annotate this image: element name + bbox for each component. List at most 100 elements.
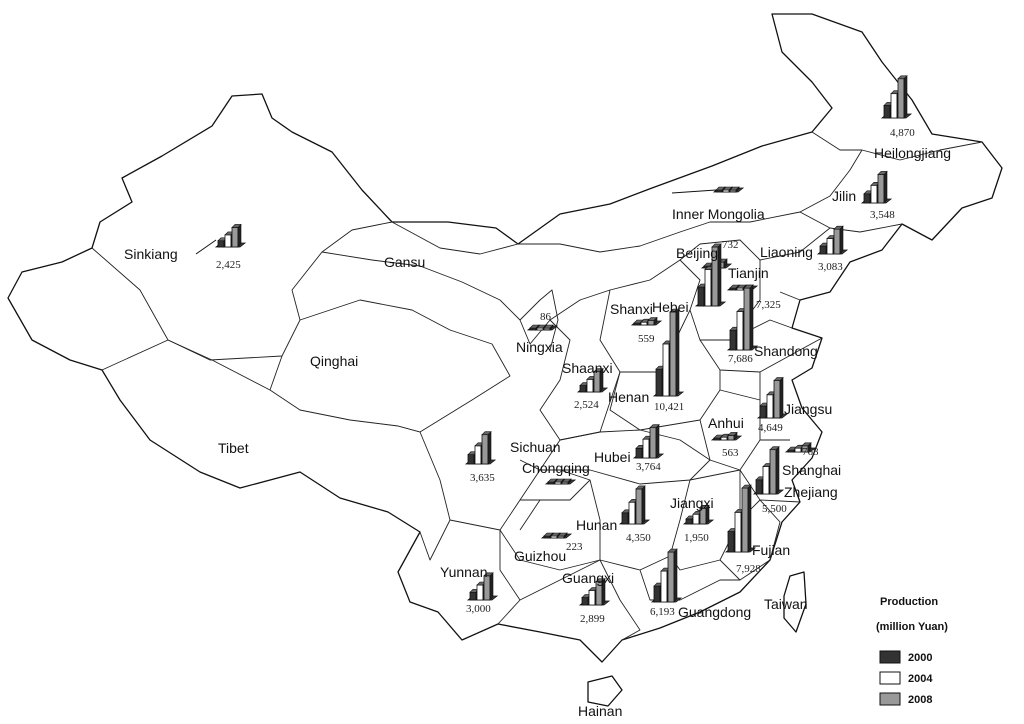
value-hebei: 7,325 [756,299,781,311]
value-jiangsu: 4,649 [758,422,783,434]
bar-guangxi-2000 [581,597,589,606]
bar-top-guangdong-2008 [667,548,678,553]
label-tibet: Tibet [218,440,249,456]
bar-side-jiangsu-2008 [779,376,784,419]
label-yunnan: Yunnan [440,564,488,580]
bar-chart-ningxia [526,324,559,331]
bar-side-guangdong-2008 [673,548,678,603]
bar-top-guangxi-2008 [595,578,606,582]
border-jilin [799,211,903,233]
bar-chart-guangdong [650,548,683,603]
bar-guangdong-2008 [667,551,675,603]
bar-side-zhejiang-2008 [775,445,780,495]
legend-unit: (million Yuan) [876,621,948,633]
bar-top-sichuan-2008 [481,431,492,435]
label-anhui: Anhui [708,415,744,431]
bar-top-tianjin-2004 [736,284,747,289]
bar-side-heilongjiang-2008 [903,75,908,119]
value-shaanxi: 2,524 [574,399,599,411]
bar-top-chongqing-2004 [554,478,565,483]
bar-chart-fujian [724,484,757,553]
label-hainan: Hainan [578,703,622,719]
label-shandong: Shandong [754,343,818,359]
border-qinghai [269,299,511,433]
legend-title: Production [880,596,938,608]
bar-liaoning-2008 [833,228,841,255]
border-guangxi [519,559,641,641]
value-fujian: 7,928 [736,563,761,575]
label-tianjin: Tianjin [728,265,769,281]
value-hunan: 4,350 [626,532,651,544]
bar-sinkiang-2000 [217,240,225,248]
label-liaoning: Liaoning [760,244,813,260]
bar-hebei-2004 [704,268,712,307]
bar-shanghai-2004 [794,447,802,453]
legend-swatch-2004 [879,671,901,685]
bar-side-henan-2008 [675,308,680,397]
legend: Production (million Yuan) 2000 2004 2008 [876,596,948,706]
value-yunnan: 3,000 [466,603,491,615]
bar-top-henan-2008 [669,308,680,313]
leader-line-sinkiang [195,239,217,255]
border-inner-mongolia [518,149,863,253]
border-yunnan [419,519,521,625]
label-hebei: Hebei [652,299,689,315]
value-liaoning: 3,083 [818,261,843,273]
legend-label-2000: 2000 [908,652,932,664]
legend-swatch-2008 [879,692,901,706]
bar-jiangsu-2008 [773,380,781,419]
value-guizhou: 223 [566,541,583,553]
bar-top-jiangxi-2008 [699,504,710,509]
bar-top-hunan-2008 [635,485,646,490]
bar-shaanxi-2004 [586,378,594,393]
bar-hunan-2008 [635,488,643,525]
border-liaoning [759,227,831,301]
bar-top-ningxia-2008 [543,324,554,329]
bar-top-yunnan-2008 [483,572,494,577]
bar-liaoning-2000 [819,245,827,255]
border-guizhou [499,499,601,571]
label-qinghai: Qinghai [310,353,358,369]
bar-henan-2000 [655,368,663,397]
bar-fujian-2000 [727,531,735,553]
bar-henan-2004 [662,343,670,397]
label-henan: Henan [608,389,649,405]
label-shanxi: Shanxi [610,301,653,317]
bar-top-shandong-2008 [743,284,754,289]
bar-top-inner-mongolia-2004 [722,186,733,191]
bar-chart-jilin [860,170,893,204]
bar-shandong-2000 [729,329,737,351]
bar-chart-guizhou [540,532,573,539]
hainan-island [587,675,623,707]
label-jiangxi: Jiangxi [670,495,714,511]
bar-zhejiang-2000 [755,479,763,495]
value-sinkiang: 2,425 [216,259,241,271]
bar-anhui-2008 [727,435,735,441]
bar-top-liaoning-2008 [833,225,844,230]
bar-chart-shanghai [784,442,817,453]
bar-hubei-2000 [635,447,643,459]
bar-chart-shanxi [630,316,663,326]
label-hubei: Hubei [594,449,631,465]
bar-henan-2008 [669,311,677,397]
bar-top-chongqing-2000 [547,478,558,483]
bar-top-inner-mongolia-2000 [715,186,726,191]
value-anhui: 563 [722,447,739,459]
bar-sichuan-2004 [474,445,482,465]
bar-side-fujian-2008 [747,484,752,553]
bar-chart-hebei [694,243,727,307]
bar-top-guizhou-2008 [557,532,568,537]
bar-top-hubei-2008 [649,424,660,428]
label-heilongjiang: Heilongjiang [874,145,951,161]
bar-chart-guangxi [578,577,611,606]
label-sichuan: Sichuan [510,439,561,455]
bar-liaoning-2004 [826,238,834,255]
leader-line-inner-mongolia [671,189,717,194]
bar-jiangsu-2004 [766,394,774,419]
bar-top-shanghai-2008 [801,442,812,447]
labels-layer: Heilongjiang4,870Jilin3,548Liaoning3,083… [124,127,951,719]
value-henan: 10,421 [654,401,684,413]
bar-chart-shandong [726,284,759,351]
bar-chart-sinkiang [214,223,247,248]
border-anhui [699,419,761,471]
